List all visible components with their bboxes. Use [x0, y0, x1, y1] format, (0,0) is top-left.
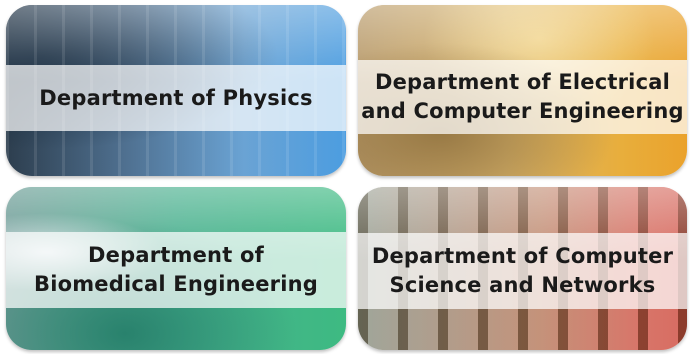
- tile-label: Department of Biomedical Engineering: [33, 243, 318, 296]
- tile-department-of-electrical-and-computer-engineering[interactable]: Department of Electrical and Computer En…: [358, 5, 687, 176]
- tile-label: Department of Physics: [39, 85, 313, 110]
- tile-label: Department of Electrical and Computer En…: [361, 70, 684, 123]
- tile-label-band: Department of Physics: [6, 65, 346, 131]
- tile-label-band: Department of Computer Science and Netwo…: [358, 233, 687, 309]
- tile-department-of-physics[interactable]: Department of Physics: [6, 5, 346, 176]
- tile-department-of-computer-science-and-networks[interactable]: Department of Computer Science and Netwo…: [358, 187, 687, 350]
- tile-label-band: Department of Electrical and Computer En…: [358, 60, 687, 134]
- tile-label: Department of Computer Science and Netwo…: [371, 244, 674, 297]
- tile-department-of-biomedical-engineering[interactable]: Department of Biomedical Engineering: [6, 187, 346, 350]
- tile-label-band: Department of Biomedical Engineering: [6, 232, 346, 308]
